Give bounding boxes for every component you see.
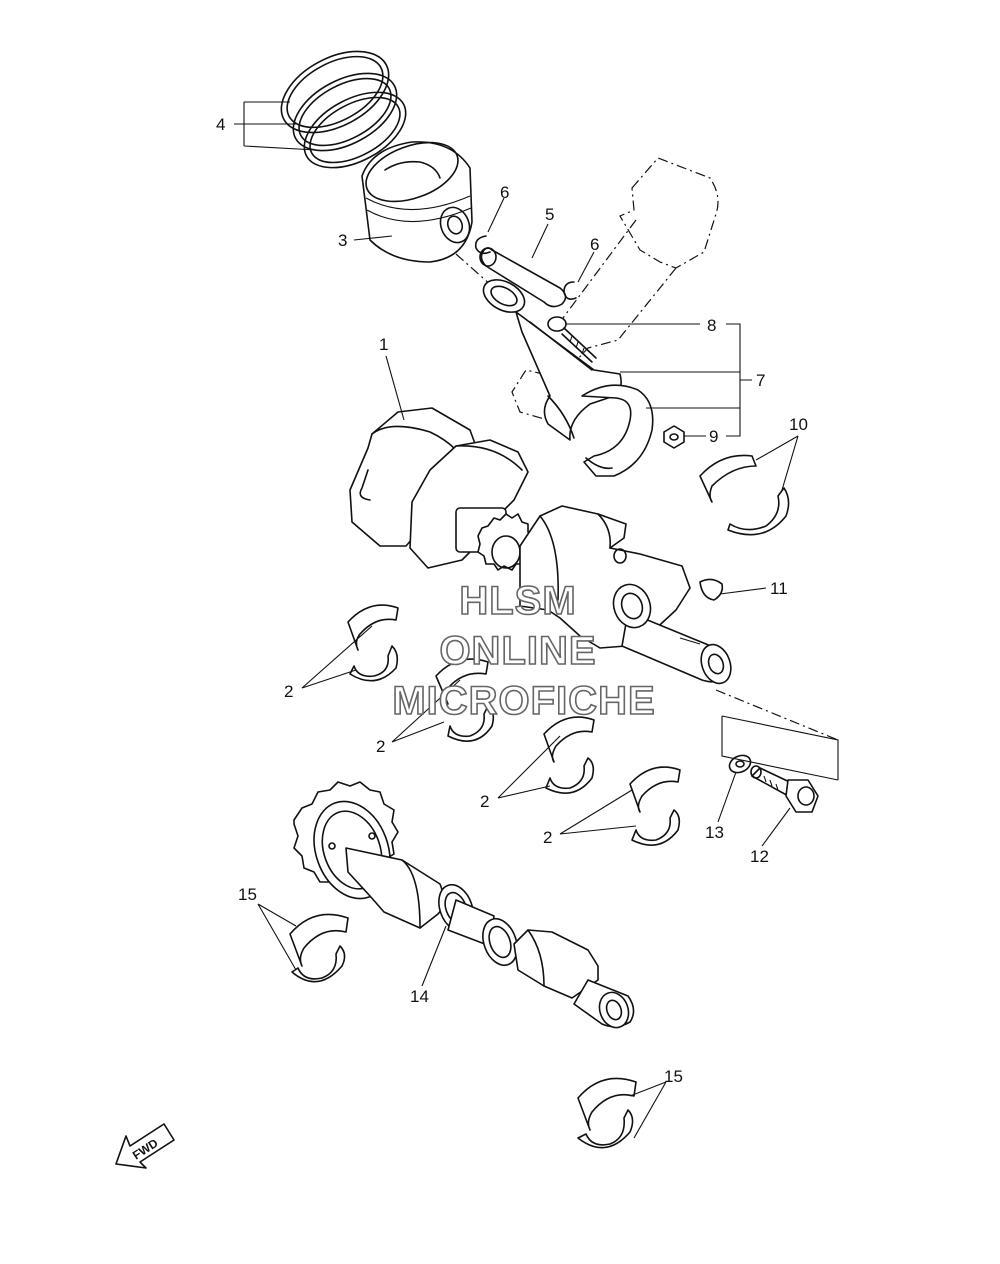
balancer-shaft — [293, 781, 635, 1029]
watermark-line-1: HLSM — [459, 579, 576, 623]
callout-10: 10 — [789, 415, 808, 434]
callout-14: 14 — [410, 987, 429, 1006]
callout-2: 2 — [543, 828, 552, 847]
main-bearing-pair-4 — [629, 766, 681, 846]
piston-rings — [280, 50, 407, 169]
crankshaft — [349, 407, 732, 685]
callout-2: 2 — [284, 682, 293, 701]
piston-pin — [479, 247, 567, 308]
woodruff-key — [699, 578, 724, 601]
main-bearing-pair-1 — [347, 604, 399, 682]
callout-3: 3 — [338, 231, 347, 250]
balancer-bearing-pair-1 — [289, 913, 349, 983]
callout-2: 2 — [480, 792, 489, 811]
callout-2: 2 — [376, 737, 385, 756]
callout-4: 4 — [216, 115, 225, 134]
flange-bolt — [750, 765, 819, 813]
watermark: HLSM ONLINE MICROFICHE — [392, 578, 656, 724]
callout-15: 15 — [238, 885, 257, 904]
main-bearing-pair-3 — [543, 716, 595, 794]
piston — [361, 141, 473, 263]
callout-5: 5 — [545, 205, 554, 224]
main-bearing-pair-2 — [435, 658, 495, 742]
conrod-bearing-pair — [699, 454, 790, 536]
connecting-rod — [482, 279, 654, 477]
leader-lines — [234, 101, 839, 1139]
conrod-nut — [663, 425, 685, 449]
callout-12: 12 — [750, 847, 769, 866]
callout-6: 6 — [590, 235, 599, 254]
callout-11: 11 — [770, 579, 788, 598]
balancer-bearing-pair-2 — [577, 1077, 637, 1149]
callout-13: 13 — [705, 823, 724, 842]
callout-6: 6 — [500, 183, 509, 202]
piston-pin-clip-right — [563, 281, 577, 300]
callout-15: 15 — [664, 1067, 683, 1086]
callout-1: 1 — [379, 335, 388, 354]
watermark-line-3: MICROFICHE — [392, 679, 655, 723]
washer — [728, 754, 752, 774]
callout-7: 7 — [756, 371, 765, 390]
piston-pin-clip-left — [474, 235, 491, 255]
callout-9: 9 — [709, 427, 718, 446]
callout-8: 8 — [707, 316, 716, 335]
fwd-arrow-icon: FWD — [115, 1123, 175, 1169]
watermark-line-2: ONLINE — [439, 629, 596, 673]
